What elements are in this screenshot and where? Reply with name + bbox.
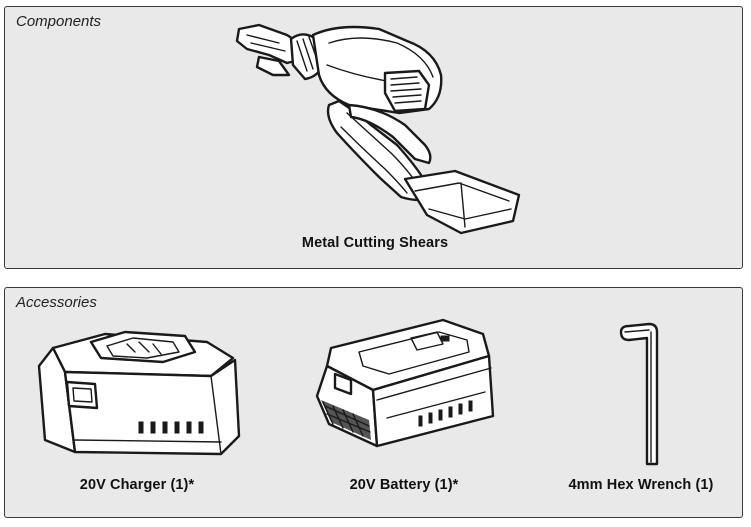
components-panel: Components Metal Cutting Shears (4, 6, 743, 269)
accessories-panel: Accessories 20V Charger (1)* (4, 287, 743, 518)
hex-wrench-label: 4mm Hex Wrench (1) (568, 477, 714, 493)
hex-wrench-image (619, 322, 659, 466)
metal-cutting-shears-label: Metal Cutting Shears (301, 235, 449, 251)
accessories-title: Accessories (16, 294, 97, 311)
battery-image (315, 318, 495, 448)
charger-label: 20V Charger (1)* (79, 477, 195, 493)
metal-cutting-shears-image (235, 23, 521, 235)
charger-image (37, 330, 241, 456)
battery-label: 20V Battery (1)* (349, 477, 459, 493)
components-title: Components (16, 13, 102, 30)
